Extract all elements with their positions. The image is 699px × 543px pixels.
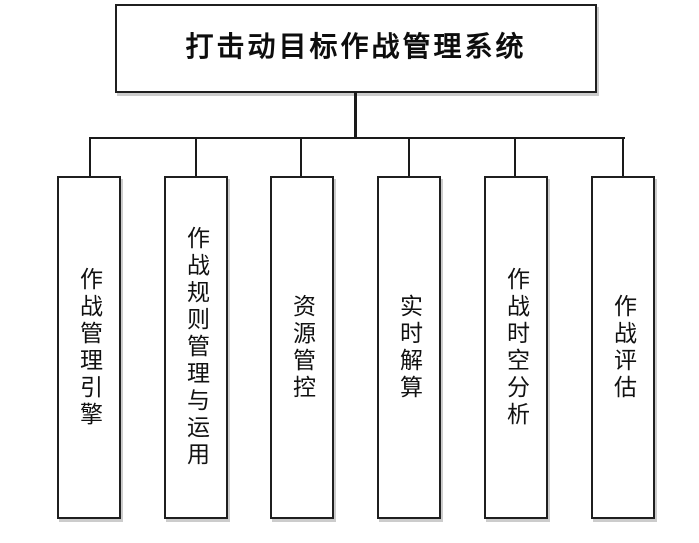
connector-drop-line-4 [408, 138, 410, 177]
connector-drop-line-1 [89, 138, 91, 177]
node-combat-rules-management-application: 作战规则管理与运用 [164, 176, 228, 519]
node-label: 作战时空分析 [503, 266, 530, 429]
node-combat-spatiotemporal-analysis: 作战时空分析 [484, 176, 548, 519]
diagram-root-node: 打击动目标作战管理系统 [115, 4, 597, 93]
connector-stem-line [354, 92, 357, 139]
node-combat-assessment: 作战评估 [591, 176, 655, 519]
node-label: 作战规则管理与运用 [183, 226, 210, 469]
node-combat-management-engine: 作战管理引擎 [57, 176, 121, 519]
connector-drop-line-5 [514, 138, 516, 177]
node-label: 资源管控 [289, 293, 316, 402]
connector-drop-line-3 [300, 138, 302, 177]
root-node-label: 打击动目标作战管理系统 [185, 30, 527, 62]
connector-drop-line-2 [195, 138, 197, 177]
node-realtime-computation: 实时解算 [377, 176, 441, 519]
connector-horizontal-line [89, 137, 625, 139]
node-resource-control: 资源管控 [270, 176, 334, 519]
node-label: 实时解算 [396, 293, 423, 402]
node-label: 作战评估 [610, 293, 637, 402]
connector-drop-line-6 [622, 138, 624, 177]
node-label: 作战管理引擎 [76, 266, 103, 429]
